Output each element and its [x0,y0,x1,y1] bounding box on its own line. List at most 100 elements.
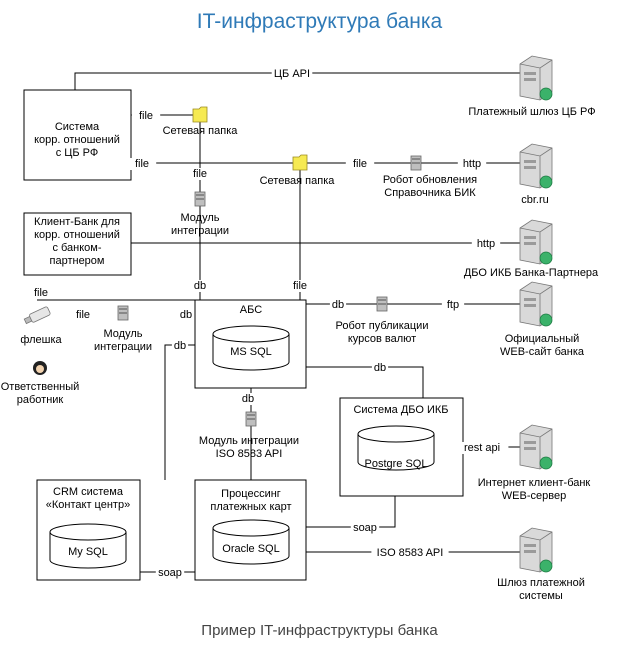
db-mysql-label: My SQL [68,546,108,558]
link-file: file [135,158,149,170]
link-db-bg [239,393,257,405]
db-mssql-icon [212,325,290,371]
link-file-bg [26,287,56,299]
link-db-bg [371,362,389,374]
network-folder-icon [192,106,208,123]
link-file-bg [131,110,161,122]
link-file: file [34,287,48,299]
robot-fx-icon [376,296,388,312]
link-http-bg [471,238,501,250]
icons [23,55,553,573]
db-mysql-icon [49,523,127,569]
link-file-bg [68,309,98,321]
line-abs-dbo [306,366,424,398]
lines-file [131,114,520,164]
line-soap-dbo [306,496,396,528]
page-title: IT-инфраструктура банка [196,10,443,33]
link-soap: soap [158,567,182,579]
link-ftp: ftp [447,299,459,311]
system-boxes [23,89,464,581]
link-db-bg [177,309,195,321]
link-db-bg [171,340,189,352]
payment-gateway-server-icon [519,527,553,573]
gateway-cb-label: Платежный шлюз ЦБ РФ [468,106,595,118]
dbo-partner-server-icon [519,219,553,265]
link-ftp-bg [441,299,465,311]
internet-client-bank-server-icon [519,424,553,470]
link-file-bg [345,158,375,170]
line-cb-api [74,72,520,90]
module-iso-icon [245,411,257,427]
flash-drive-label: флешка [20,334,62,346]
link-db-bg [191,280,209,292]
link-file: file [353,158,367,170]
link-http: http [477,238,495,250]
link-iso-api-bg [371,547,449,559]
system-cb-box [23,89,132,181]
flash-drive-icon [23,306,51,325]
link-rest-api: rest api [464,442,500,454]
website-server-icon [519,281,553,327]
module-integration-icon [117,305,129,321]
link-file: file [139,110,153,122]
cbr-label: cbr.ru [521,194,549,206]
link-file-bg [185,168,215,180]
module-integration-icon [194,191,206,207]
link-http: http [463,158,481,170]
link-db: db [374,362,386,374]
db-oracle-label: Oracle SQL [222,543,279,555]
link-soap-bg [155,567,185,579]
link-db-bg [329,299,347,311]
dbo-partner-label: ДБО ИКБ Банка-Партнера [464,267,599,279]
link-soap: soap [353,522,377,534]
robot-bik-icon [410,155,422,171]
gateway-cb-server-icon [519,55,553,101]
system-client-bank-box [23,212,132,276]
link-db: db [174,340,186,352]
system-crm-label: CRM система«Контакт центр» [46,486,130,511]
db-oracle-icon [212,519,290,565]
link-file: file [193,168,207,180]
network-folder-icon [292,154,308,171]
connection-lines [37,72,520,573]
db-postgre-label: Postgre SQL [365,458,428,470]
system-dbo-label: Система ДБО ИКБ [353,404,448,416]
link-cb-api: ЦБ API [274,68,310,80]
cbr-server-icon [519,143,553,189]
link-soap-bg [350,522,380,534]
db-mssql-label: MS SQL [230,346,272,358]
link-db: db [180,309,192,321]
link-file: file [293,280,307,292]
link-db: db [332,299,344,311]
link-rest-api-bg [455,442,509,454]
network-folder-label: Сетевая папка [260,175,336,187]
link-file-bg [127,158,157,170]
link-file: file [76,309,90,321]
figure-caption: Пример IT-инфраструктуры банка [201,622,438,639]
link-http-bg [457,158,487,170]
link-cb-api-bg [271,68,313,80]
line-crm-abs [164,344,195,480]
person-icon [33,361,47,375]
system-abs-label: АБС [240,304,262,316]
link-db: db [194,280,206,292]
link-file-bg [285,280,315,292]
link-db: db [242,393,254,405]
db-postgre-icon [357,425,435,471]
link-iso-api: ISO 8583 API [377,547,444,559]
network-folder-label: Сетевая папка [163,125,239,137]
